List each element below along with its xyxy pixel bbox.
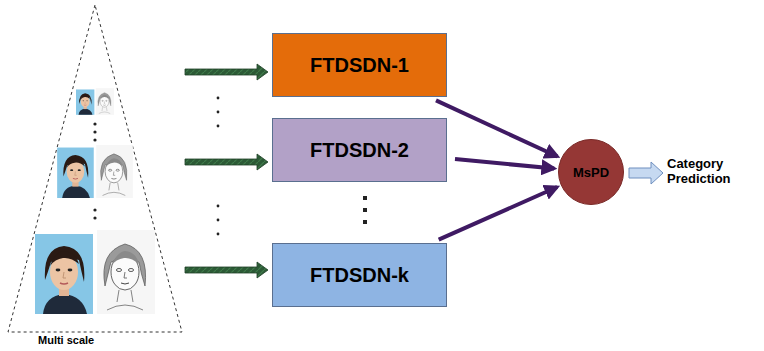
network-name: FTDSDN-1 <box>310 54 409 77</box>
network-name: FTDSDN-k <box>310 264 409 287</box>
fusion-arrow <box>439 187 558 240</box>
fusion-arrow <box>436 100 557 156</box>
output-label: Category Prediction <box>667 157 747 187</box>
network-box: FTDSDN-1 <box>272 33 447 97</box>
network-name: FTDSDN-2 <box>310 139 409 162</box>
scale-label: Multi scale <box>38 334 94 347</box>
network-box: FTDSDN-k <box>272 243 447 307</box>
fusion-circle: MsPD <box>558 139 624 205</box>
fusion-name: MsPD <box>573 165 609 180</box>
fusion-arrow <box>455 159 554 168</box>
network-box: FTDSDN-2 <box>272 118 447 182</box>
